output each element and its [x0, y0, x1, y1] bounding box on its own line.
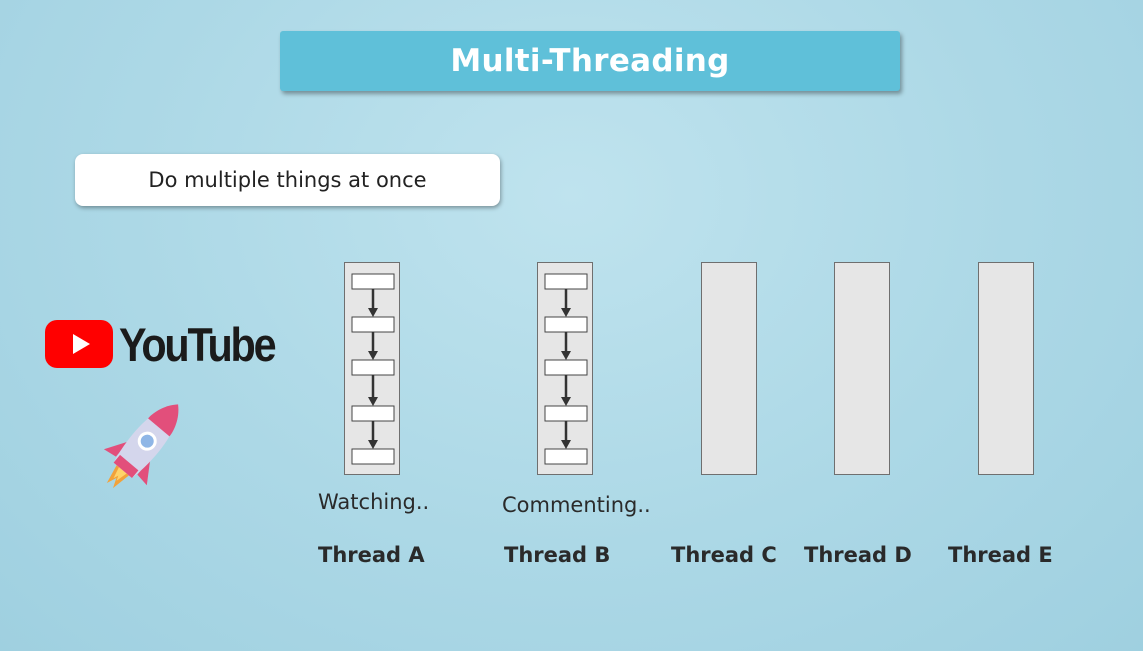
thread-b-column [537, 262, 593, 475]
thread-a-activity: Watching.. [318, 490, 430, 514]
thread-a-column [344, 262, 400, 475]
thread-b-label: Thread B [504, 543, 611, 567]
page-title: Multi-Threading [450, 43, 730, 79]
youtube-logo: YouTube [45, 318, 277, 370]
thread-e-label: Thread E [948, 543, 1053, 567]
youtube-play-icon [45, 320, 113, 368]
subtitle-box: Do multiple things at once [75, 154, 500, 206]
youtube-wordmark: YouTube [119, 317, 277, 371]
thread-a-label: Thread A [318, 543, 425, 567]
thread-a-task-flow [351, 273, 395, 465]
thread-b-activity: Commenting.. [502, 493, 651, 517]
thread-c-label: Thread C [671, 543, 777, 567]
subtitle-text: Do multiple things at once [148, 168, 427, 192]
thread-d-column [834, 262, 890, 475]
thread-e-column [978, 262, 1034, 475]
thread-c-column [701, 262, 757, 475]
thread-d-label: Thread D [804, 543, 912, 567]
thread-b-task-flow [544, 273, 588, 465]
rocket-icon [103, 404, 179, 489]
title-banner: Multi-Threading [280, 31, 900, 91]
